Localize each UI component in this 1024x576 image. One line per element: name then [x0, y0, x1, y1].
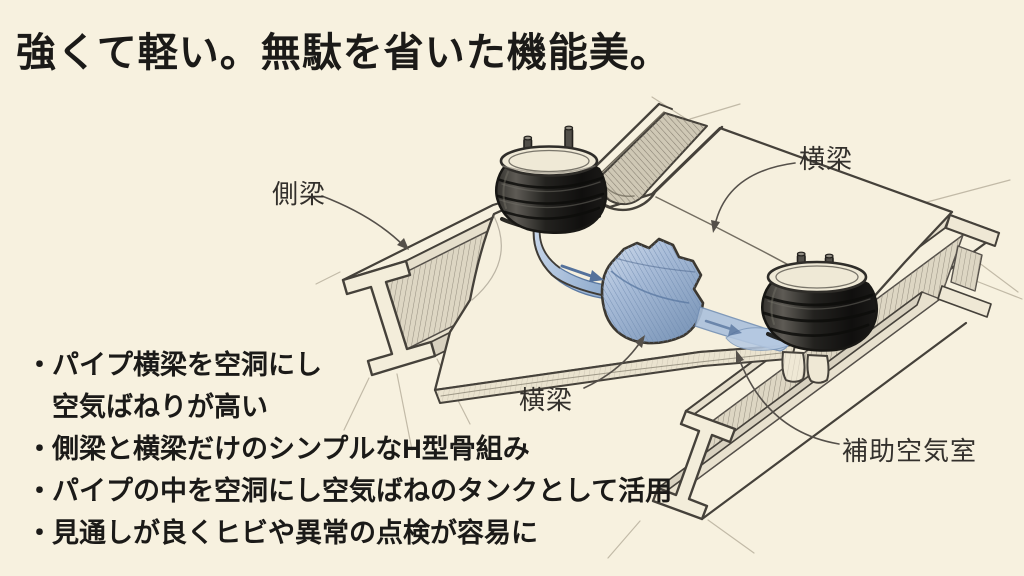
spring-top-plate	[766, 260, 868, 294]
feature-text: パイプ横梁を空洞にし	[52, 350, 322, 380]
bullet-marker: ・	[26, 518, 53, 548]
leader-aux-air-chamber-head	[736, 350, 744, 363]
feature-text: 空気ばねりが高い	[52, 392, 268, 422]
feature-item: ・ 見通しが良くヒビや異常の点検が容易に	[26, 512, 672, 554]
air-spring-right	[761, 251, 878, 352]
label-cross-beam-lower: 横梁	[519, 385, 574, 415]
air-spring-left	[495, 125, 608, 234]
page-title: 強くて軽い。無駄を省いた機能美。	[16, 31, 671, 75]
leader-side-beam	[321, 195, 405, 247]
feature-item: ・ パイプ横梁を空洞にし	[26, 344, 672, 386]
label-aux-air-chamber: 補助空気室	[842, 436, 978, 466]
leader-arrows	[321, 162, 840, 445]
label-cross-beam-upper: 横梁	[799, 144, 854, 174]
bullet-marker: ・	[26, 434, 53, 464]
feature-text: 側梁と横梁だけのシンプルなH型骨組み	[52, 434, 530, 464]
feature-list: ・ パイプ横梁を空洞にし 空気ばねりが高い ・ 側梁と横梁だけのシンプルなH型骨…	[26, 344, 672, 554]
feature-item: ・ パイプの中を空洞にし空気ばねのタンクとして活用	[26, 470, 672, 512]
feature-item: ・ 側梁と横梁だけのシンプルなH型骨組み	[26, 428, 672, 470]
feature-text: 見通しが良くヒビや異常の点検が容易に	[52, 518, 538, 548]
bullet-marker	[26, 386, 52, 428]
bullet-marker: ・	[26, 476, 53, 506]
leader-side-beam-head	[397, 238, 409, 250]
label-side-beam: 側梁	[272, 179, 327, 209]
cutaway-hole	[600, 237, 705, 345]
leader-cross-beam-upper-head	[711, 220, 720, 233]
leader-cross-beam-lower	[583, 340, 642, 389]
air-flow-arrows	[560, 264, 742, 336]
feature-item: 空気ばねりが高い	[26, 386, 672, 428]
feature-text: パイプの中を空洞にし空気ばねのタンクとして活用	[52, 476, 673, 506]
leader-aux-air-chamber	[737, 355, 840, 445]
open-channel-trough	[590, 102, 724, 212]
mount-tabs	[781, 350, 830, 384]
leader-cross-beam-upper	[714, 162, 796, 226]
leader-cross-beam-lower-head	[635, 335, 645, 348]
spring-top-plate	[499, 145, 599, 177]
bullet-marker: ・	[26, 350, 53, 380]
